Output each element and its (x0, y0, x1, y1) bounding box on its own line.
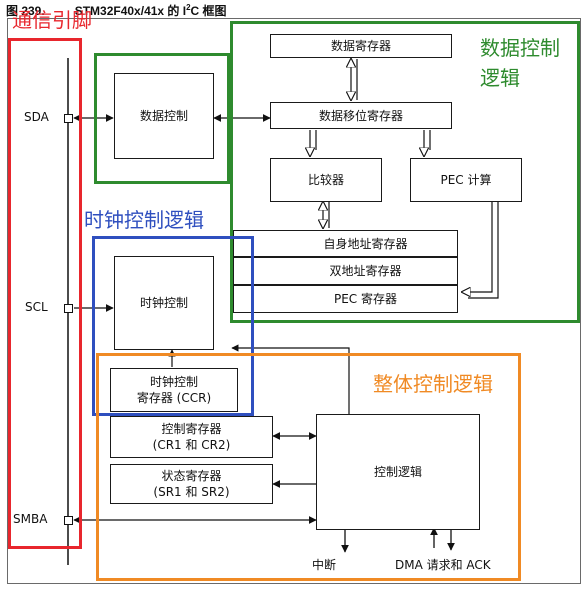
pec-register-label: PEC 寄存器 (333, 292, 397, 306)
clock-control-block: 时钟控制 (114, 256, 214, 350)
overall-logic-highlight (96, 353, 521, 581)
status-register-block: 状态寄存器 (SR1 和 SR2) (110, 464, 273, 504)
clock-control-label: 时钟控制 (139, 296, 188, 310)
peccalc-pecreg-arrow (462, 202, 493, 292)
figure-title: 图 239. STM32F40x/41x 的 I2C 框图 (6, 2, 227, 19)
data-register-block: 数据寄存器 (270, 34, 452, 58)
ccr-register-block: 时钟控制 寄存器 (CCR) (110, 368, 238, 412)
dual-address-register-block: 双地址寄存器 (233, 257, 458, 285)
ccr-label-line1: 时钟控制 (149, 375, 198, 389)
dual-address-register-label: 双地址寄存器 (329, 264, 402, 278)
comparator-block: 比较器 (270, 158, 382, 202)
cr-label-line1: 控制寄存器 (161, 422, 222, 436)
control-logic-label: 控制逻辑 (373, 465, 422, 479)
data-logic-annotation-line2: 逻辑 (480, 66, 520, 90)
data-control-block: 数据控制 (114, 73, 214, 159)
own-address-register-label: 自身地址寄存器 (323, 236, 408, 251)
diagram-frame (7, 18, 581, 584)
data-logic-highlight (230, 21, 580, 323)
ccr-label-line2: 寄存器 (CCR) (136, 391, 212, 405)
data-control-highlight (94, 53, 230, 184)
smba-pin-label: SMBA (13, 512, 48, 526)
sr-label-line1: 状态寄存器 (161, 469, 222, 483)
figure-title-superscript: 2 (186, 3, 191, 12)
pec-register-block: PEC 寄存器 (233, 285, 458, 313)
data-shift-register-label: 数据移位寄存器 (318, 108, 403, 123)
control-register-block: 控制寄存器 (CR1 和 CR2) (110, 416, 273, 458)
clock-logic-annotation: 时钟控制逻辑 (84, 208, 204, 232)
figure-title-suffix: C 框图 (190, 4, 227, 18)
control-logic-block: 控制逻辑 (316, 414, 480, 530)
figure-number: 图 239. (6, 4, 45, 18)
overall-logic-annotation: 整体控制逻辑 (373, 372, 493, 396)
own-address-register-block: 自身地址寄存器 (233, 230, 458, 257)
data-control-label: 数据控制 (139, 109, 188, 123)
scl-pin-label: SCL (25, 300, 48, 314)
sr-label-line2: (SR1 和 SR2) (153, 485, 230, 499)
data-shift-register-block: 数据移位寄存器 (270, 102, 452, 129)
cr-label-line2: (CR1 和 CR2) (152, 438, 231, 452)
pec-calc-block: PEC 计算 (410, 158, 522, 202)
smba-pin (64, 516, 73, 525)
clock-logic-highlight (92, 236, 254, 416)
data-logic-annotation-line1: 数据控制 (480, 36, 560, 60)
figure-title-prefix: STM32F40x/41x 的 I (74, 4, 187, 18)
scl-pin (64, 304, 73, 313)
sda-pin (64, 114, 73, 123)
comparator-label: 比较器 (307, 173, 344, 187)
comm-pins-annotation: 通信引脚 (12, 8, 92, 32)
interrupt-label: 中断 (312, 558, 337, 572)
comm-pins-highlight (8, 38, 82, 549)
dma-ack-label: DMA 请求和 ACK (395, 558, 491, 572)
logic-clock-arrow (231, 344, 350, 414)
data-register-label: 数据寄存器 (330, 39, 391, 53)
pec-calc-label: PEC 计算 (440, 173, 492, 187)
sda-pin-label: SDA (24, 110, 49, 124)
